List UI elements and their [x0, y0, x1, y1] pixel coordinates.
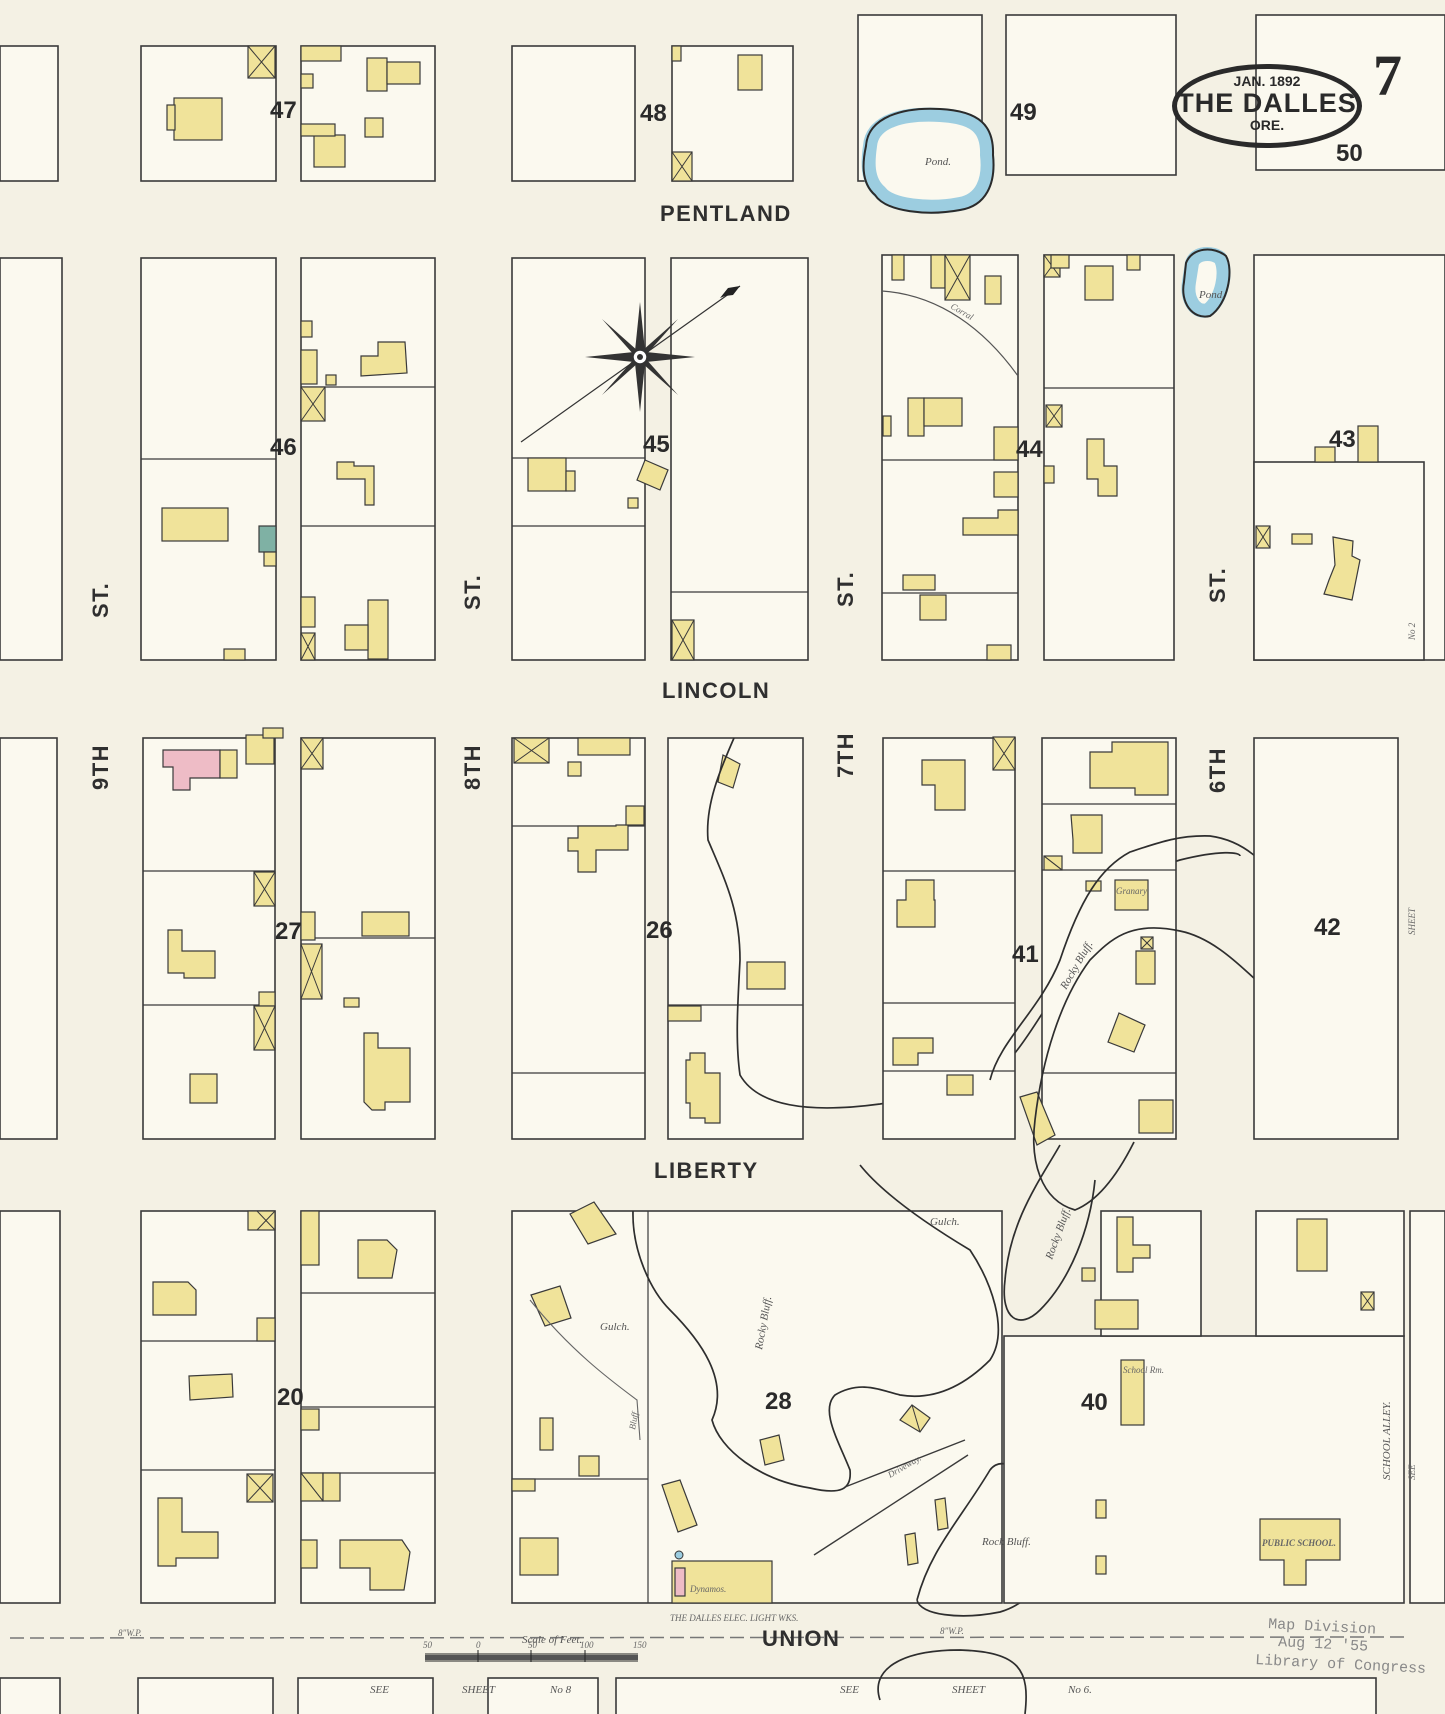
block-number-48: 48 — [640, 100, 667, 127]
block-44 — [881, 254, 1175, 661]
block-number-43: 43 — [1329, 426, 1356, 453]
label-school-rm: School Rm. — [1123, 1365, 1164, 1375]
label-gulch-2: Gulch. — [600, 1321, 630, 1333]
street-8th: 8TH — [460, 744, 485, 790]
scale-tick-0: 0 — [476, 1640, 481, 1650]
street-8th-st: ST. — [460, 574, 485, 610]
scale-tick-50l: 50 — [423, 1640, 433, 1650]
street-union: UNION — [762, 1626, 840, 1651]
stamp-line-3: Library of Congress — [1255, 1652, 1427, 1678]
street-9th: 9TH — [88, 744, 113, 790]
left-stub-2 — [0, 257, 63, 661]
block-number-40: 40 — [1081, 1389, 1108, 1416]
label-bluff: Bluff. — [627, 1409, 640, 1430]
bottom-stub-2 — [137, 1677, 274, 1714]
label-pond-2: Pond. — [1198, 289, 1225, 301]
block-41 — [882, 736, 1289, 1211]
left-stub-3 — [0, 737, 58, 1140]
block-number-27: 27 — [275, 918, 302, 945]
block-number-41: 41 — [1012, 941, 1039, 968]
see-right-side: SEE — [1407, 1464, 1417, 1480]
left-stub-top — [0, 45, 59, 182]
block-number-50: 50 — [1336, 140, 1363, 167]
label-water-pipe: 8"W.P. — [940, 1626, 964, 1636]
block-number-20: 20 — [277, 1384, 304, 1411]
map-date: JAN. 1892 — [1233, 73, 1301, 89]
block-number-42: 42 — [1314, 914, 1341, 941]
block-number-28: 28 — [765, 1388, 792, 1415]
bottom-stub-3 — [297, 1677, 434, 1714]
block-48 — [511, 45, 794, 182]
street-6th: 6TH — [1205, 747, 1230, 793]
label-gulch-1: Gulch. — [930, 1216, 960, 1228]
block-26 — [511, 737, 1241, 1140]
block-20 — [140, 1210, 436, 1604]
street-liberty: LIBERTY — [654, 1158, 759, 1183]
label-water-pipe-left: 8"W.P. — [118, 1628, 142, 1638]
label-rocky-bluff-3: Rocky Bluff. — [1043, 1206, 1073, 1262]
label-electric-light-works: THE DALLES ELEC. LIGHT WKS. — [670, 1613, 798, 1623]
contour-bottom — [877, 1649, 1027, 1714]
map-city: THE DALLES — [1177, 88, 1357, 118]
block-number-49: 49 — [1010, 99, 1037, 126]
compass-rose — [520, 285, 741, 443]
bottom-stub-1 — [0, 1677, 61, 1714]
block-46 — [140, 257, 436, 661]
stamp-line-1: Map Division — [1268, 1616, 1377, 1639]
pond-2 — [1181, 247, 1231, 318]
see-right: SEE — [840, 1684, 859, 1696]
stamp-line-2: Aug 12 '55 — [1278, 1634, 1369, 1656]
sheet-left: SHEET — [462, 1684, 496, 1696]
block-45 — [511, 257, 809, 661]
bottom-stub-4 — [487, 1677, 599, 1714]
block-number-26: 26 — [646, 917, 673, 944]
block-40 — [1003, 1144, 1405, 1604]
block-number-44: 44 — [1016, 436, 1043, 463]
label-public-school: PUBLIC SCHOOL. — [1262, 1538, 1336, 1548]
scale-label: Scale of Feet. — [522, 1634, 582, 1646]
scale-tick-100: 100 — [580, 1640, 594, 1650]
bottom-stub-5 — [615, 1677, 1377, 1714]
right-stub — [1409, 1210, 1445, 1604]
block-number-46: 46 — [270, 434, 297, 461]
sheet-number: 7 — [1373, 43, 1402, 108]
pond-1 — [861, 107, 995, 214]
block-42 — [1253, 737, 1399, 1140]
scale-tick-150: 150 — [633, 1640, 647, 1650]
block-number-47: 47 — [270, 97, 297, 124]
street-9th-st: ST. — [88, 582, 113, 618]
street-7th: 7TH — [833, 732, 858, 778]
street-lincoln: LINCOLN — [662, 678, 770, 703]
map-state: ORE. — [1249, 117, 1285, 133]
see-left: SEE — [370, 1684, 389, 1696]
label-dynamos: Dynamos. — [689, 1584, 726, 1594]
left-stub-4 — [0, 1210, 61, 1604]
sheet-no-2: No 2 — [1407, 622, 1417, 641]
scale-tick-50: 50 — [528, 1640, 538, 1650]
block-27 — [142, 727, 436, 1140]
water-pipe — [9, 1636, 1411, 1639]
sheet-right-side: SHEET — [1407, 907, 1417, 935]
block-43 — [1253, 254, 1445, 661]
scale-bar — [425, 1650, 638, 1662]
map-title-cartouche: JAN. 1892 THE DALLES ORE. — [1172, 64, 1362, 148]
sheet-right: SHEET — [952, 1684, 986, 1696]
sheet-no-8: No 8 — [549, 1684, 572, 1696]
street-6th-st: ST. — [1205, 567, 1230, 603]
street-7th-st: ST. — [833, 571, 858, 607]
label-pond-1: Pond. — [924, 156, 951, 168]
street-pentland: PENTLAND — [660, 201, 792, 226]
street-school-alley: SCHOOL ALLEY. — [1381, 1401, 1393, 1480]
block-47 — [140, 45, 436, 182]
sheet-no-6: No 6. — [1067, 1684, 1092, 1696]
block-number-45: 45 — [643, 431, 670, 458]
block-28 — [511, 1164, 1057, 1617]
label-granary: Granary — [1116, 886, 1147, 896]
label-rock-bluff: Rock Bluff. — [981, 1536, 1031, 1548]
